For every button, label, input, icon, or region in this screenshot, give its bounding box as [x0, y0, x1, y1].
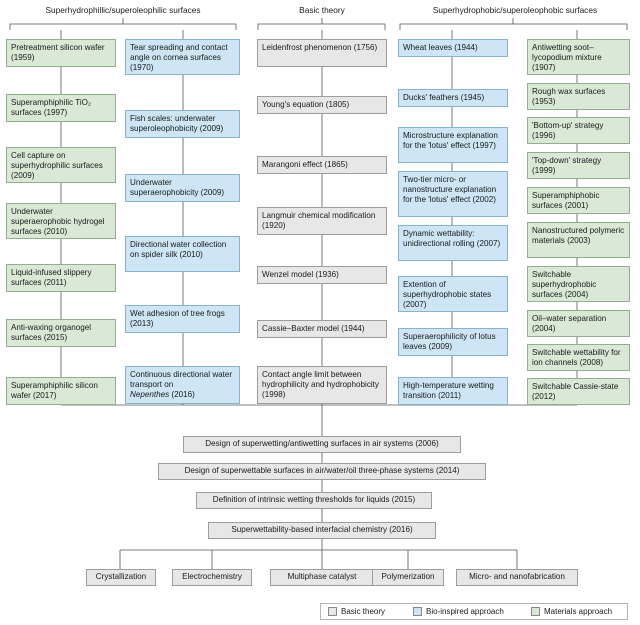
node-extention-superhydrophobic: Extention of superhydrophobic states (20…: [398, 276, 508, 312]
node-nanostructured-polymeric: Nanostructured polymeric materials (2003…: [527, 222, 630, 258]
legend-label-basic: Basic theory: [341, 607, 386, 616]
legend-label-materials: Materials approach: [544, 607, 613, 616]
node-leidenfrost: Leidenfrost phenomenon (1756): [257, 39, 387, 67]
node-two-tier-lotus: Two-tier micro- or nanostructure explana…: [398, 171, 508, 217]
header-superhydrophilic: Superhydrophillic/superoleophilic surfac…: [45, 5, 201, 15]
app-micro-nanofabrication: Micro- and nanofabrication: [456, 569, 578, 586]
node-directional-water-transport-year: (2016): [169, 390, 195, 399]
node-dynamic-wettability: Dynamic wettability: unidirectional roll…: [398, 225, 508, 261]
node-switchable-cassie: Switchable Cassie-state (2012): [527, 378, 630, 405]
flow-design-three-phase: Design of superwettable surfaces in air/…: [158, 463, 486, 480]
node-microstructure-lotus: Microstructure explanation for the 'lotu…: [398, 127, 508, 163]
node-antiwetting-soot: Antiwetting soot–lycopodium mixture (190…: [527, 39, 630, 75]
node-youngs-equation: Young's equation (1805): [257, 96, 387, 114]
node-contact-angle-limit: Contact angle limit between hydrophilici…: [257, 366, 387, 404]
legend-swatch-materials: [531, 607, 540, 616]
node-marangoni: Marangoni effect (1865): [257, 156, 387, 174]
legend-basic-theory: Basic theory: [328, 607, 385, 616]
legend: [320, 603, 628, 620]
node-rough-wax: Rough wax surfaces (1953): [527, 83, 630, 110]
node-top-down: 'Top-down' strategy (1999): [527, 152, 630, 179]
node-tear-spreading: Tear spreading and contact angle on corn…: [125, 39, 240, 75]
app-crystallization: Crystallization: [86, 569, 156, 586]
node-fish-scales: Fish scales: underwater superoleophobici…: [125, 110, 240, 138]
node-cassie-baxter: Cassie–Baxter model (1944): [257, 320, 387, 338]
legend-swatch-bio: [413, 607, 422, 616]
node-langmuir: Langmuir chemical modification (1920): [257, 207, 387, 235]
app-electrochemistry: Electrochemistry: [172, 569, 252, 586]
legend-swatch-basic: [328, 607, 337, 616]
app-multiphase-catalyst: Multiphase catalyst: [270, 569, 374, 586]
node-spider-silk: Directional water collection on spider s…: [125, 236, 240, 272]
node-wenzel: Wenzel model (1936): [257, 266, 387, 284]
node-ducks-feathers: Ducks' feathers (1945): [398, 89, 508, 107]
node-high-temperature-wetting: High-temperature wetting transition (201…: [398, 377, 508, 405]
node-tree-frogs: Wet adhesion of tree frogs (2013): [125, 305, 240, 333]
node-pretreatment-silicon-wafer: Pretreatment silicon wafer (1959): [6, 39, 116, 67]
node-anti-waxing-organogel: Anti-waxing organogel surfaces (2015): [6, 319, 116, 347]
flow-interfacial-chemistry: Superwettability-based interfacial chemi…: [208, 522, 436, 539]
header-basic-theory: Basic theory: [299, 5, 345, 15]
flow-intrinsic-wetting-thresholds: Definition of intrinsic wetting threshol…: [196, 492, 432, 509]
app-polymerization: Polymerization: [372, 569, 444, 586]
node-nepenthes-text: Nepenthes: [130, 390, 170, 399]
node-directional-water-transport: Continuous directional water transport o…: [125, 366, 240, 404]
legend-bio-inspired: Bio-inspired approach: [413, 607, 504, 616]
node-cell-capture: Cell capture on superhydrophilic surface…: [6, 147, 116, 183]
flow-design-air-systems: Design of superwetting/antiwetting surfa…: [183, 436, 461, 453]
node-switchable-superhydrophobic: Switchable superhydrophobic surfaces (20…: [527, 266, 630, 302]
node-bottom-up: 'Bottom-up' strategy (1996): [527, 117, 630, 144]
legend-materials: Materials approach: [531, 607, 612, 616]
node-underwater-superaerophobicity: Underwater superaerophobicity (2009): [125, 174, 240, 202]
node-oil-water-separation: Oil–water separation (2004): [527, 310, 630, 337]
node-liquid-infused-slippery: Liquid-infused slippery surfaces (2011): [6, 264, 116, 292]
header-superhydrophobic: Superhydrophobic/superoleophobic surface…: [432, 5, 598, 15]
node-underwater-superaerophobic-hydrogel: Underwater superaerophobic hydrogel surf…: [6, 203, 116, 239]
node-superaerophilicity-lotus: Superaerophilicity of lotus leaves (2009…: [398, 328, 508, 356]
node-superamphiphilic-tio2: Superamphiphilic TiO₂ surfaces (1997): [6, 94, 116, 122]
node-superamphiphobic: Superamphiphobic surfaces (2001): [527, 187, 630, 214]
node-directional-water-transport-text: Continuous directional water transport o…: [130, 370, 233, 389]
node-wheat-leaves: Wheat leaves (1944): [398, 39, 508, 57]
node-superamphiphilic-silicon-wafer: Superamphiphilic silicon wafer (2017): [6, 377, 116, 405]
legend-label-bio: Bio-inspired approach: [426, 607, 504, 616]
node-switchable-ion-channels: Switchable wettability for ion channels …: [527, 344, 630, 371]
